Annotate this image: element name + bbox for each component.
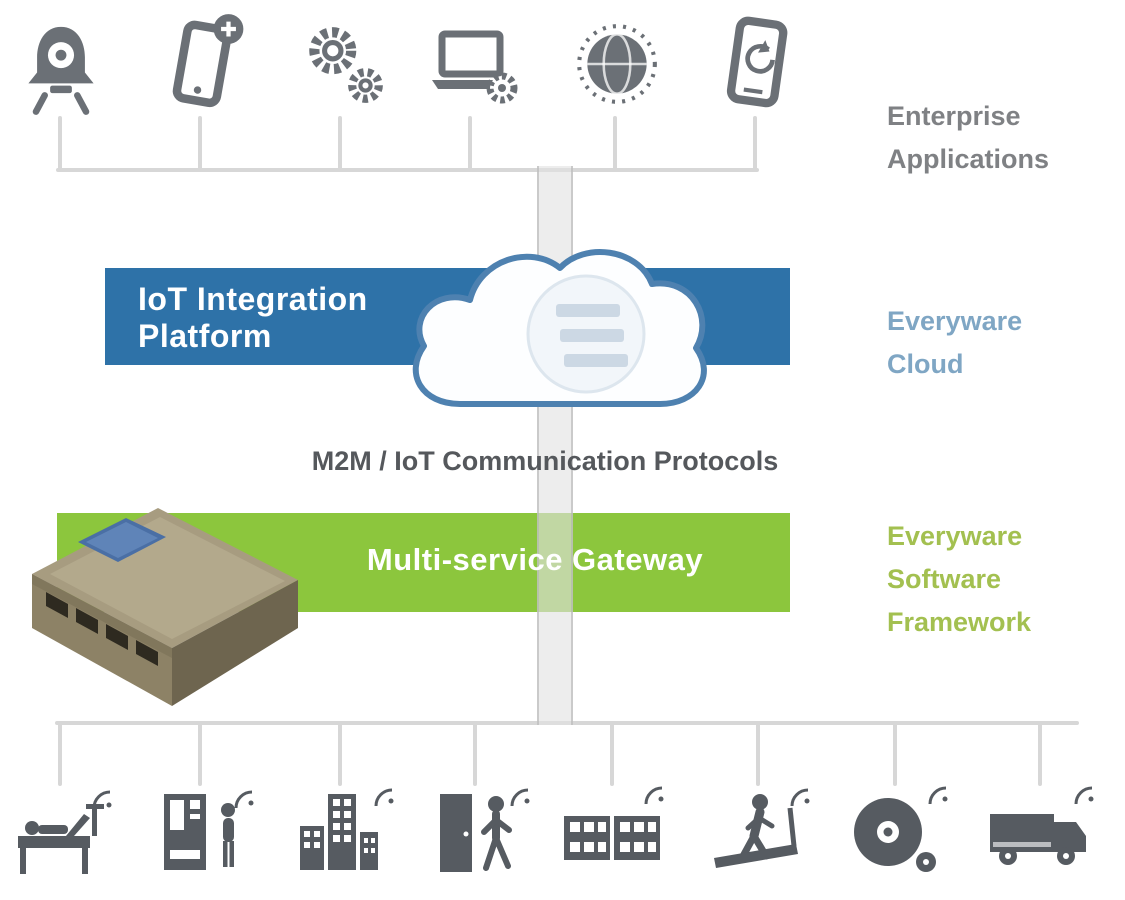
everyware-cloud-label: Everyware Cloud: [887, 306, 1023, 380]
city-buildings-icon: [288, 782, 400, 890]
cloud-with-server-list-icon: [398, 226, 718, 426]
vending-machine-icon: [148, 782, 260, 890]
access-door-icon: [424, 782, 536, 890]
mobile-sync-icon: [714, 12, 800, 114]
multi-service-gateway-hardware-image: [20, 496, 310, 711]
everyware-software-framework-label: Everyware Software Framework: [887, 521, 1032, 638]
alert-bell-icon: [16, 16, 106, 116]
delivery-truck-icon: [982, 782, 1100, 890]
hospital-bed-icon: [8, 782, 120, 890]
m2m-protocols-label: M2M / IoT Communication Protocols: [311, 446, 779, 476]
enterprise-applications-label: Enterprise Applications: [887, 101, 1050, 175]
globe-icon: [572, 18, 662, 110]
gears-icon: [298, 16, 388, 112]
cable-reel-icon: [842, 782, 954, 890]
treadmill-icon: [704, 782, 816, 890]
mobile-notification-icon: [158, 12, 248, 114]
laptop-gear-icon: [424, 24, 522, 110]
control-grid-icon: [558, 782, 670, 890]
gateway-title: Multi-service Gateway: [366, 542, 704, 577]
iot-platform-title: IoT Integration Platform: [138, 281, 368, 354]
